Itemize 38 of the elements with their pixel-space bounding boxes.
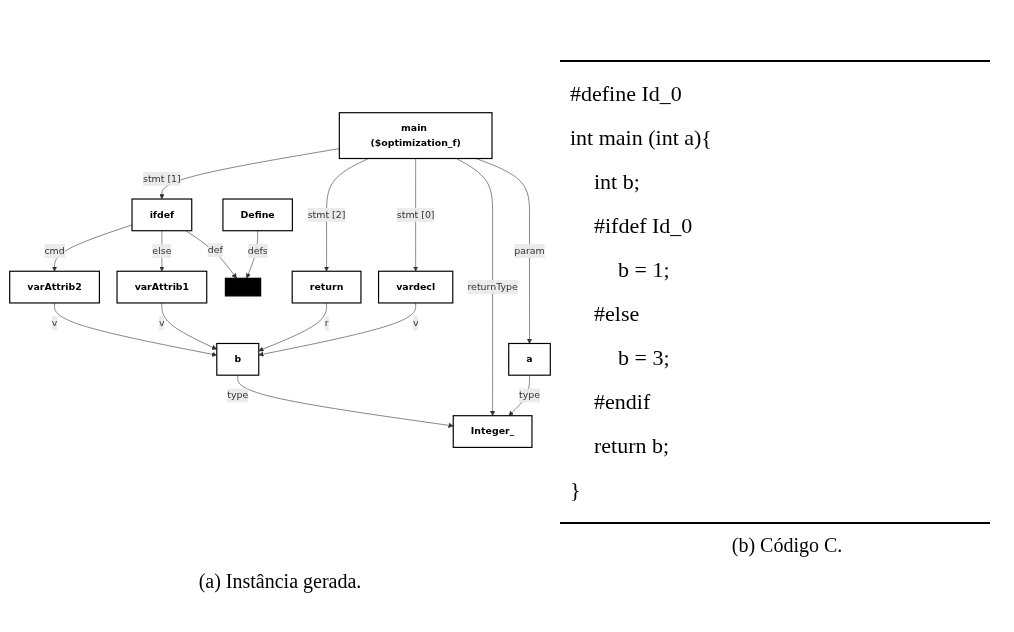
edge-label: v <box>412 317 419 329</box>
edge-label: type <box>519 389 541 401</box>
node-box <box>224 277 262 297</box>
node-box: return <box>291 270 362 304</box>
node-box: b <box>216 342 260 376</box>
node-box: varAttrib1 <box>116 270 208 304</box>
edge-label: v <box>51 317 58 329</box>
edge-label: v <box>159 317 165 329</box>
node-box: a <box>508 342 551 376</box>
edge-label: cmd <box>44 245 65 257</box>
edge-label: stmt [1] <box>143 172 181 184</box>
code-line: #ifdef Id_0 <box>593 212 693 240</box>
code-line: b = 1; <box>617 256 670 284</box>
subfigure-caption: (b) Código C. <box>730 534 844 557</box>
edge-label: param <box>514 245 545 257</box>
code-line: #else <box>593 300 640 328</box>
edge-label: def <box>207 244 223 256</box>
edge-label: stmt [0] <box>396 208 435 221</box>
code-line: #define Id_0 <box>569 80 682 108</box>
edge-label: else <box>152 245 172 257</box>
node-box: Define <box>222 198 293 232</box>
node-box: varAttrib2 <box>9 270 100 304</box>
code-line: } <box>569 476 581 504</box>
code-line: int b; <box>593 168 640 196</box>
edge-label: returnType <box>467 281 518 293</box>
edge-label: defs <box>247 245 268 257</box>
node-box: vardecl <box>377 270 454 304</box>
edge-label: r <box>324 317 329 329</box>
subfigure-caption: (a) Instância gerada. <box>198 570 362 593</box>
code-line: b = 3; <box>617 344 670 372</box>
edge-label: stmt [2] <box>307 208 346 221</box>
node-box: Integer_ <box>452 415 533 448</box>
code-line: int main (int a){ <box>569 124 712 152</box>
edge-label: type <box>227 389 249 401</box>
node-box: ifdef <box>131 198 193 232</box>
code-line: return b; <box>593 432 670 460</box>
code-line: #endif <box>593 388 651 416</box>
node-box: main ($optimization_f) <box>338 112 493 160</box>
